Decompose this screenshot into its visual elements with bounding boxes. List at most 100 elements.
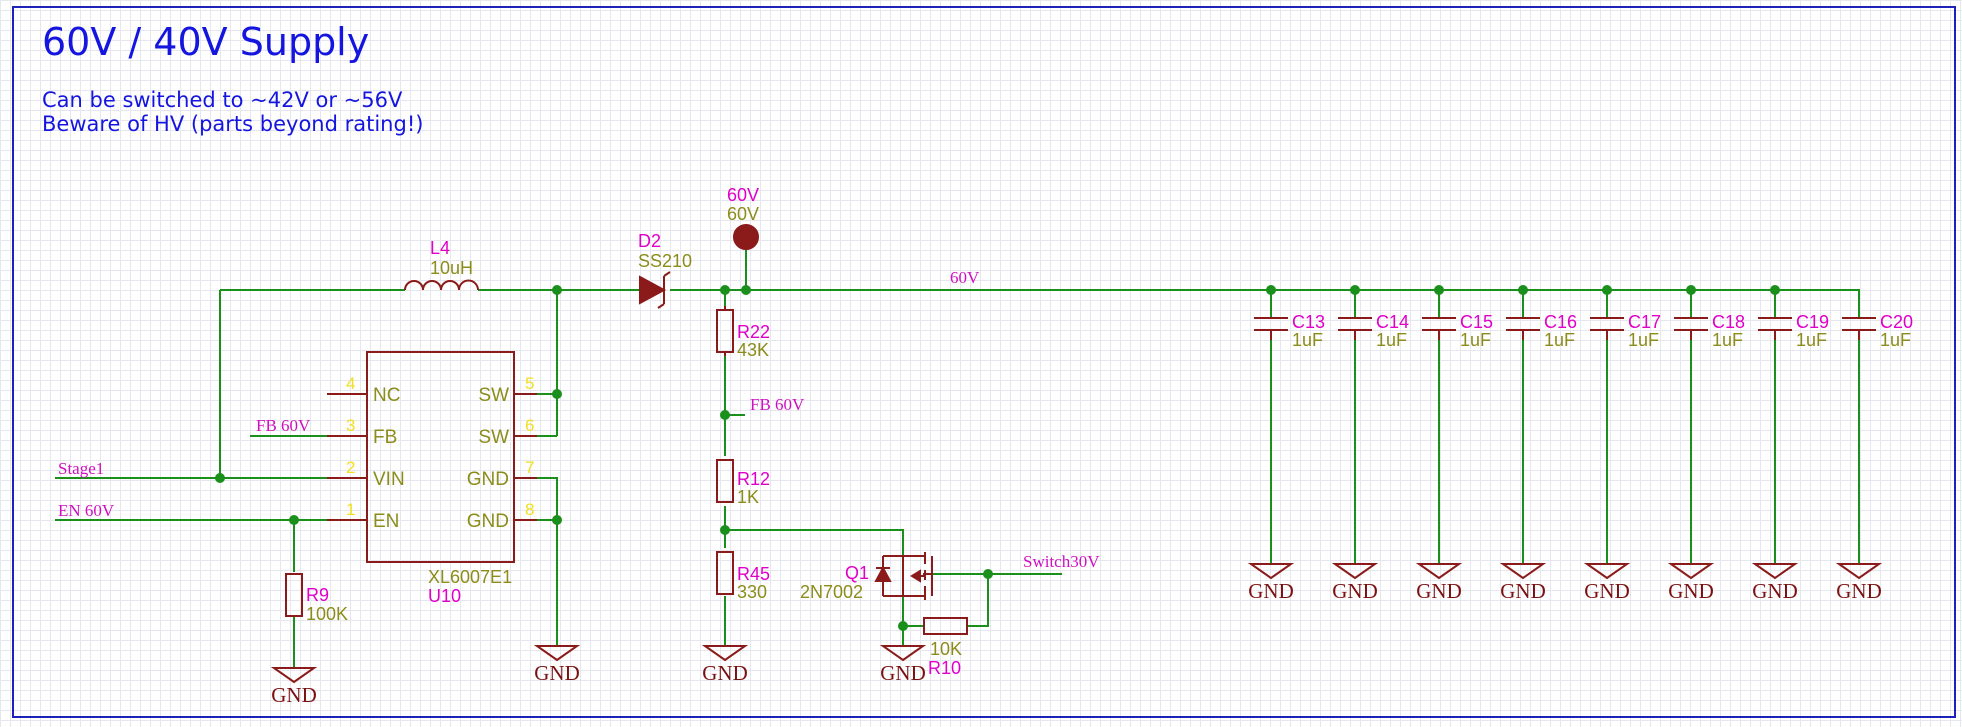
diode-D2: D2 SS210 [610,231,692,309]
cap-value: 1uF [1796,330,1827,350]
capacitor-bank: C131uFC141uFC151uFC161uFC171uFC181uFC191… [1254,312,1913,350]
net-label-stage1: Stage1 [58,459,104,478]
inductor-L4: L4 10uH [404,238,479,291]
gnd-label: GND [1584,579,1630,603]
pin-name-fb: FB [373,427,397,448]
ground-symbol: GND [1835,563,1883,603]
pin-num-5: 5 [525,374,534,393]
pin-num-8: 8 [525,500,534,519]
junction-dot [1350,285,1360,295]
cap-ref: C13 [1292,312,1325,332]
junction-dot [1686,285,1696,295]
gnd-label: GND [1248,579,1294,603]
junction-dot [552,389,562,399]
cap-ref: C16 [1544,312,1577,332]
junction-dot [898,621,908,631]
pin-name-gnd: GND [467,511,509,532]
gnd-label: GND [534,661,580,685]
R22-value: 43K [737,340,769,360]
mosfet-Q1: Q1 2N7002 [800,552,933,602]
D2-value: SS210 [638,251,692,271]
junction-dot [720,525,730,535]
wire-ic-gnd [537,477,558,646]
junction-dot [1266,285,1276,295]
cap-ref: C20 [1880,312,1913,332]
cap-value: 1uF [1544,330,1575,350]
R12-value: 1K [737,487,759,507]
pin-name-sw: SW [478,427,509,448]
note-line-1: Can be switched to ~42V or ~56V [42,88,403,112]
ground-symbol: GND [879,645,927,685]
junction-dot [552,285,562,295]
ground-symbol: GND [701,645,749,685]
junctions [215,285,1780,631]
junction-dot [720,285,730,295]
pin-name-gnd: GND [467,469,509,490]
pin-num-1: 1 [346,500,355,519]
R22-ref: R22 [737,322,770,342]
net-label-en60: EN 60V [58,501,115,520]
U10-value: XL6007E1 [428,567,512,587]
U10-ref: U10 [428,586,461,606]
ground-symbol: GND [1415,563,1463,603]
pin-num-7: 7 [525,458,534,477]
ground-symbol: GND [533,645,581,685]
gnd-label: GND [1668,579,1714,603]
L4-ref: L4 [430,238,450,258]
wire-r10-right [968,574,989,627]
R45-value: 330 [737,582,767,602]
wires [55,250,1860,668]
wire-q1-drain [725,529,904,556]
cap-value: 1uF [1460,330,1491,350]
net-labels: Stage1 EN 60V FB 60V FB 60V 60V Switch30… [58,268,1100,571]
ground-symbol: GND [1667,563,1715,603]
ground-symbol: GND [270,667,318,707]
junction-dot [720,410,730,420]
junction-dot [741,285,751,295]
cap-ref: C17 [1628,312,1661,332]
gnd-label: GND [1500,579,1546,603]
resistor-R12: R12 1K [716,459,770,507]
wire-sw-pins [537,393,557,437]
resistor-R22: R22 43K [716,306,770,360]
ground-symbol: GND [1247,563,1295,603]
junction-dot [1602,285,1612,295]
ground-symbol: GND [1331,563,1379,603]
cap-ref: C19 [1796,312,1829,332]
junction-dot [1770,285,1780,295]
pin-num-2: 2 [346,458,355,477]
gnd-label: GND [880,661,926,685]
sheet-title: 60V / 40V Supply [42,20,370,64]
power-flag-ref: 60V [727,185,759,205]
L4-value: 10uH [430,258,473,278]
R9-value: 100K [306,604,348,624]
resistor-R9: R9 100K [285,573,348,624]
junction-dot [1518,285,1528,295]
ground-symbol: GND [1499,563,1547,603]
R10-value: 10K [930,639,962,659]
cap-value: 1uF [1628,330,1659,350]
cap-ref: C15 [1460,312,1493,332]
junction-dot [289,515,299,525]
net-label-fb60-right: FB 60V [750,395,805,414]
pin-name-nc: NC [373,385,400,406]
pin-num-6: 6 [525,416,534,435]
wire-cap-drops [1270,290,1860,564]
note-line-2: Beware of HV (parts beyond rating!) [42,112,424,136]
ground-symbol: GND [1583,563,1631,603]
cap-value: 1uF [1292,330,1323,350]
pin-num-3: 3 [346,416,355,435]
power-flag-60v: 60V 60V [727,185,759,250]
cap-ref: C14 [1376,312,1409,332]
junction-dot [983,569,993,579]
power-flag-value: 60V [727,204,759,224]
